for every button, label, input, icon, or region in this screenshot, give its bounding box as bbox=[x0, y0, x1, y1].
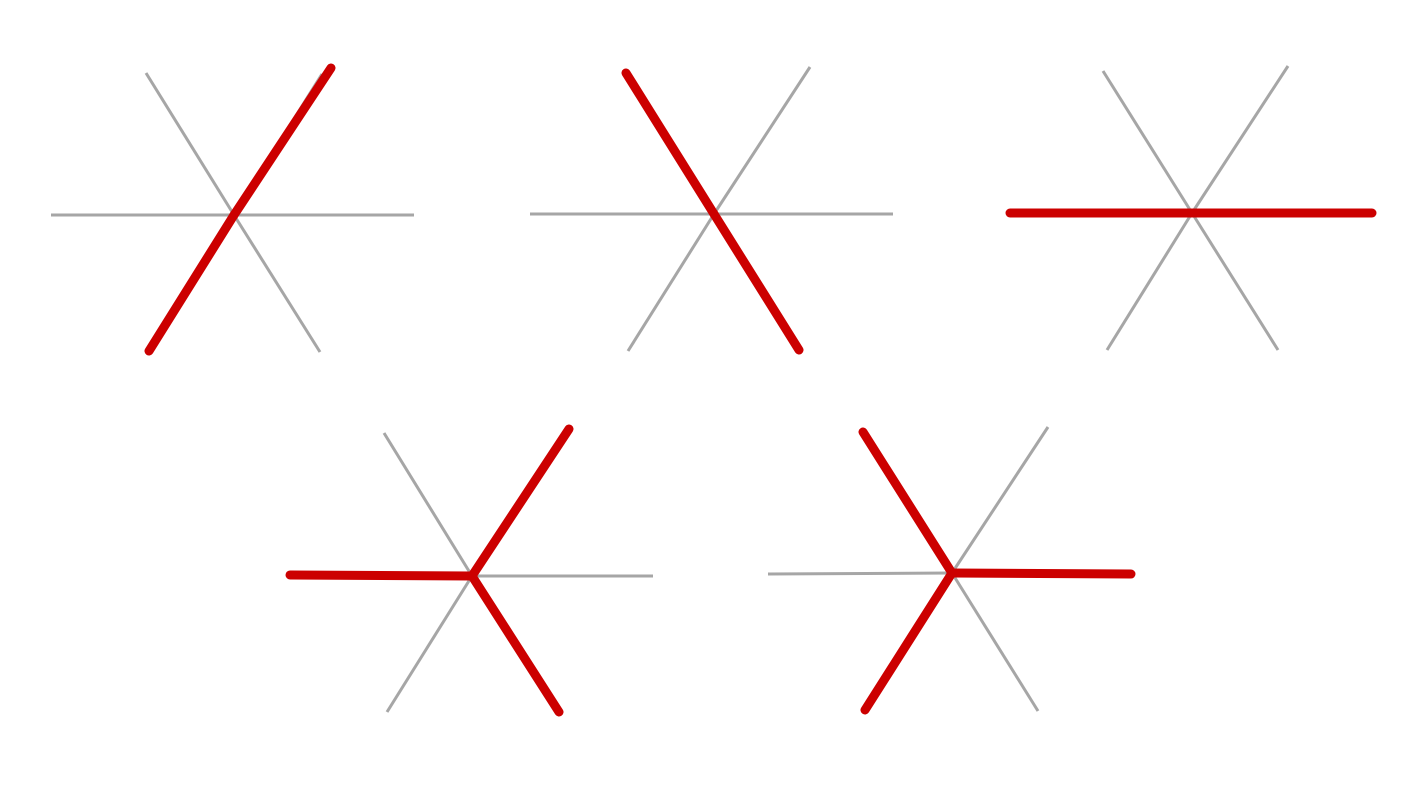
axis-ray-west bbox=[767, 571, 953, 576]
axis-ray-northeast bbox=[950, 426, 1050, 574]
highlighted-ray-northwest bbox=[621, 68, 719, 219]
axis-ray-northwest bbox=[1101, 70, 1194, 214]
figure-4 bbox=[285, 424, 653, 717]
highlighted-ray-east bbox=[947, 568, 1136, 579]
highlighted-ray-northeast bbox=[229, 63, 336, 220]
highlighted-ray-southeast bbox=[709, 209, 804, 355]
axis-ray-southeast bbox=[950, 572, 1040, 712]
highlighted-ray-west bbox=[285, 570, 477, 581]
highlighted-ray-southwest bbox=[860, 568, 957, 715]
highlighted-ray-southwest bbox=[144, 210, 239, 356]
figure-1 bbox=[51, 63, 414, 356]
axis-ray-southwest bbox=[626, 213, 716, 352]
highlighted-ray-northeast bbox=[467, 424, 574, 581]
figure-5 bbox=[767, 426, 1136, 715]
axis-ray-southeast bbox=[232, 214, 322, 353]
axis-ray-northwest bbox=[144, 72, 236, 216]
figure-3 bbox=[1005, 65, 1377, 351]
axis-ray-northwest bbox=[382, 432, 474, 577]
axis-ray-northeast bbox=[712, 66, 812, 215]
axis-ray-southwest bbox=[1105, 212, 1194, 351]
figure-2 bbox=[530, 66, 893, 355]
axis-ray-southeast bbox=[1190, 212, 1280, 351]
highlighted-ray-southeast bbox=[467, 571, 564, 717]
axis-ray-southwest bbox=[385, 575, 474, 713]
axis-ray-northeast bbox=[1190, 65, 1290, 214]
highlighted-ray-northwest bbox=[858, 427, 957, 578]
